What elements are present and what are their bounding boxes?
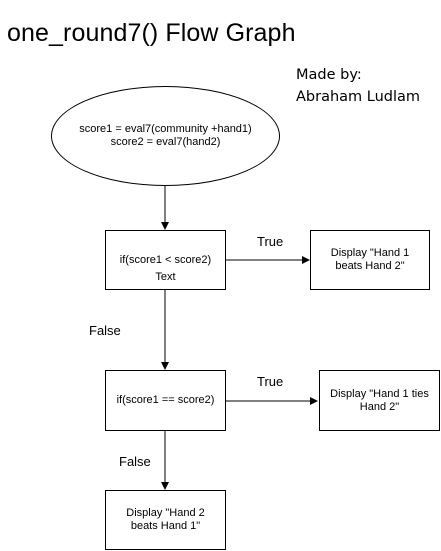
output-node-hand2-wins: Display "Hand 2 beats Hand 1" bbox=[105, 490, 226, 550]
decision-node-equal-text: if(score1 == score2) bbox=[116, 394, 215, 406]
decision-node-less-than-sublabel: Text bbox=[155, 271, 176, 283]
output-node-hand2-wins-line-2: beats Hand 1" bbox=[130, 520, 201, 532]
start-node-line-2: score2 = eval7(hand2) bbox=[110, 136, 221, 148]
edge-label-cond2-false: False bbox=[119, 454, 151, 469]
output-node-hand1-wins: Display "Hand 1 beats Hand 2" bbox=[310, 230, 430, 290]
start-node-line-1: score1 = eval7(community +hand1) bbox=[79, 123, 252, 135]
author-credit: Made by: Abraham Ludlam bbox=[296, 64, 420, 108]
start-node: score1 = eval7(community +hand1) score2 … bbox=[51, 86, 280, 186]
decision-node-less-than: if(score1 < score2) Text bbox=[105, 230, 226, 290]
author-name: Abraham Ludlam bbox=[296, 89, 421, 105]
edge-label-cond1-false: False bbox=[89, 323, 121, 338]
output-node-hand2-wins-line-1: Display "Hand 2 bbox=[126, 507, 205, 519]
output-node-hand1-wins-line-1: Display "Hand 1 bbox=[330, 247, 410, 259]
output-node-tie: Display "Hand 1 ties Hand 2" bbox=[319, 370, 440, 431]
decision-node-equal: if(score1 == score2) bbox=[105, 370, 226, 431]
output-node-tie-line-1: Display "Hand 1 ties bbox=[330, 387, 429, 400]
decision-node-less-than-text: if(score1 < score2) bbox=[119, 253, 212, 266]
output-node-tie-line-2: Hand 2" bbox=[359, 400, 400, 413]
diagram-title: one_round7() Flow Graph bbox=[7, 19, 296, 47]
output-node-hand1-wins-line-2: beats Hand 2" bbox=[335, 260, 405, 272]
author-credit-label: Made by: bbox=[296, 67, 362, 83]
edge-label-cond2-true: True bbox=[257, 374, 284, 389]
edge-label-cond1-true: True bbox=[257, 234, 284, 249]
